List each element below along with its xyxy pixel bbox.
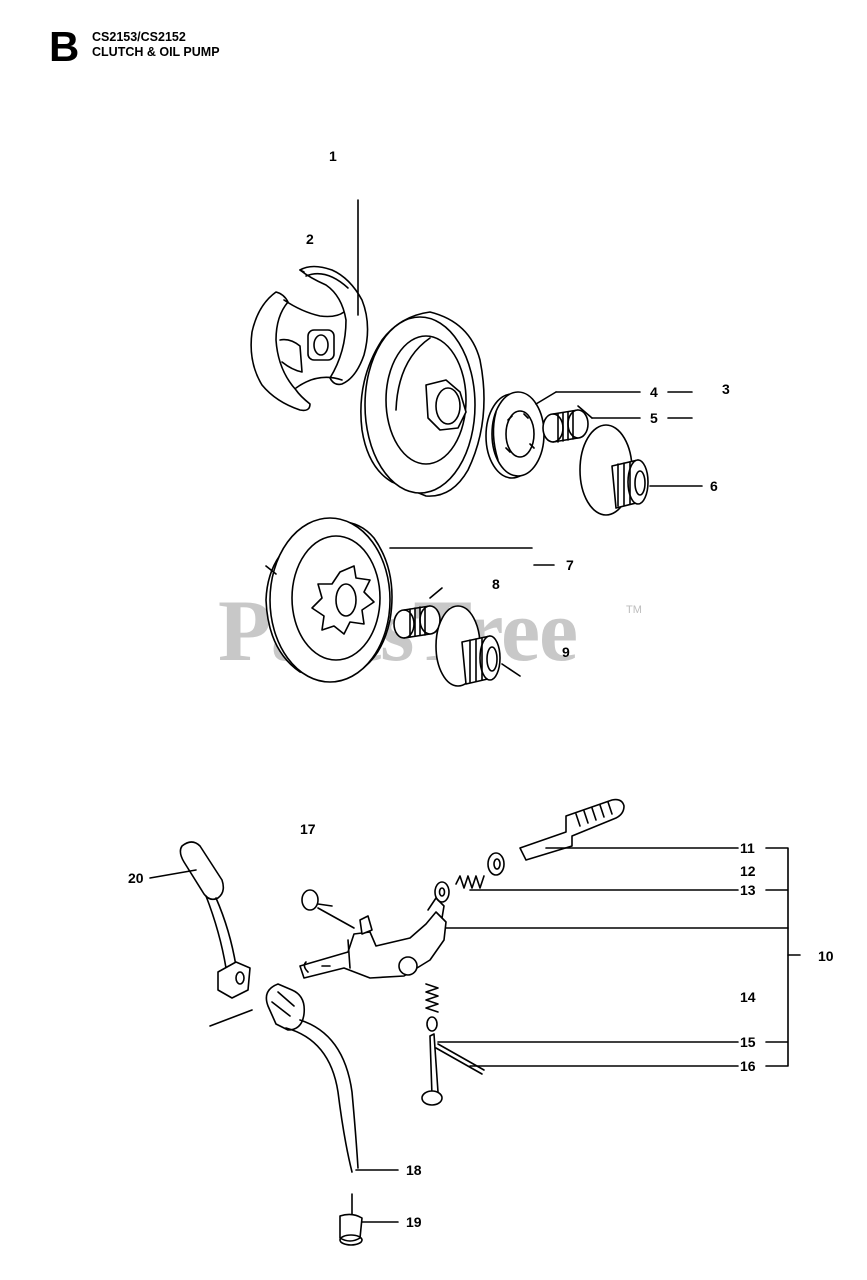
- callout-3[interactable]: 3: [722, 381, 730, 397]
- leader-8: [429, 587, 443, 599]
- leader-20b: [209, 1009, 253, 1027]
- leader-20: [149, 869, 197, 879]
- callout-6[interactable]: 6: [710, 478, 718, 494]
- clutch-drum-lower-part: [265, 517, 393, 683]
- callout-10[interactable]: 10: [818, 948, 834, 964]
- callout-4[interactable]: 4: [650, 384, 658, 400]
- callout-17[interactable]: 17: [300, 821, 316, 837]
- needle-bearing-lower-part: [393, 605, 441, 639]
- section-letter: B: [49, 23, 80, 70]
- callout-14[interactable]: 14: [740, 989, 756, 1005]
- callout-15[interactable]: 15: [740, 1034, 756, 1050]
- pump-plunger-part: [519, 798, 625, 861]
- callout-8[interactable]: 8: [492, 576, 500, 592]
- callout-12[interactable]: 12: [740, 863, 756, 879]
- oil-hose-lever-part: [179, 841, 251, 999]
- callout-9[interactable]: 9: [562, 644, 570, 660]
- leader-4: [535, 391, 557, 405]
- watermark-trademark: TM: [626, 604, 642, 616]
- oil-filter-part: [339, 1193, 363, 1246]
- callout-5[interactable]: 5: [650, 410, 658, 426]
- leader-9: [501, 663, 521, 677]
- pump-lever-part: [299, 897, 447, 979]
- callout-18[interactable]: 18: [406, 1162, 422, 1178]
- screw-part: [301, 889, 333, 911]
- drive-washer-part: [579, 424, 649, 516]
- pump-spring-part: [434, 875, 485, 903]
- clutch-drum-part: [360, 311, 485, 497]
- lower-spring-part: [425, 983, 439, 1032]
- pin-part: [421, 1033, 485, 1106]
- callout-20[interactable]: 20: [128, 870, 144, 886]
- callout-11[interactable]: 11: [740, 840, 755, 856]
- leader-17: [317, 907, 355, 929]
- model-number: CS2153/CS2152: [92, 30, 186, 44]
- callout-16[interactable]: 16: [740, 1058, 756, 1074]
- washer-part: [487, 852, 505, 876]
- leader-5: [577, 405, 593, 419]
- rim-sprocket-part: [485, 391, 545, 479]
- callout-7[interactable]: 7: [566, 557, 574, 573]
- callout-13[interactable]: 13: [740, 882, 756, 898]
- callout-2[interactable]: 2: [306, 231, 314, 247]
- diagram-title: CLUTCH & OIL PUMP: [92, 45, 220, 59]
- needle-bearing-part: [542, 409, 589, 443]
- oil-hose-part: [265, 983, 359, 1173]
- drive-washer-lower-part: [435, 605, 501, 687]
- callout-19[interactable]: 19: [406, 1214, 422, 1230]
- leader-7c: [265, 565, 277, 575]
- callout-1[interactable]: 1: [329, 148, 337, 164]
- bracket-10: [765, 847, 789, 1067]
- clutch-shoe-part: [250, 265, 369, 412]
